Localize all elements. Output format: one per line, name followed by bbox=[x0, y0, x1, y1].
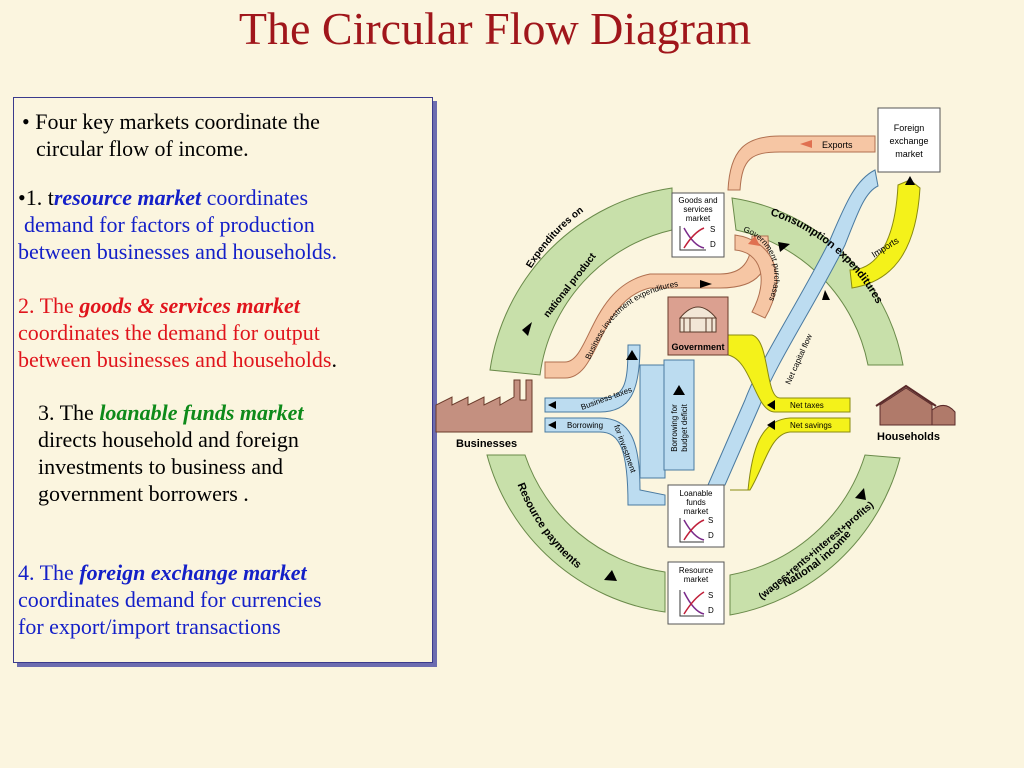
supply-demand-icon bbox=[679, 226, 706, 251]
arrow-icon bbox=[767, 400, 775, 410]
forex-line-2: coordinates demand for currencies bbox=[18, 587, 322, 612]
resource-market-label-1: Resource bbox=[679, 566, 714, 575]
arrow-icon bbox=[767, 420, 775, 430]
loanable-market-label-2: funds bbox=[686, 498, 706, 507]
forex-market-label-1: Foreign bbox=[894, 123, 925, 133]
forex-market-label-3: market bbox=[895, 149, 923, 159]
arrow-icon bbox=[522, 322, 532, 336]
goods-market-label-3: market bbox=[686, 214, 711, 223]
goods-dot: . bbox=[331, 347, 337, 372]
imports-flow bbox=[849, 179, 921, 289]
resource-line-3: between businesses and households. bbox=[18, 239, 337, 264]
circular-flow-diagram: Goods and services market S D Government… bbox=[435, 107, 956, 625]
goods-line-2: coordinates the demand for output bbox=[18, 320, 320, 345]
factory-icon bbox=[435, 379, 533, 433]
exports-flow bbox=[727, 135, 876, 191]
forex-lead: 4. The bbox=[18, 560, 80, 585]
arrow-icon bbox=[748, 236, 760, 246]
national-income-label-2: (wages+rents+interest+profits) bbox=[757, 500, 876, 603]
borrowing-flow bbox=[544, 417, 666, 506]
net-taxes-flow bbox=[727, 334, 851, 413]
loanable-d-label: D bbox=[708, 531, 714, 540]
goods-market-paragraph: 2. The goods & services market coordinat… bbox=[18, 292, 337, 373]
arrow-icon bbox=[855, 488, 866, 500]
goods-term: goods & services market bbox=[79, 293, 300, 318]
borrowing-label: Borrowing bbox=[567, 421, 603, 430]
households-label: Households bbox=[877, 431, 940, 443]
government-label: Government bbox=[671, 342, 724, 352]
business-taxes-flow bbox=[544, 344, 641, 413]
national-income-flow bbox=[729, 454, 901, 616]
goods-s-label: S bbox=[710, 225, 715, 234]
arrow-icon bbox=[700, 280, 712, 288]
government-box: Government bbox=[667, 296, 729, 356]
goods-market-label-2: services bbox=[683, 205, 712, 214]
arrow-icon bbox=[822, 290, 830, 300]
loanable-market-label-1: Loanable bbox=[680, 489, 713, 498]
arrow-icon bbox=[778, 242, 790, 252]
loanable-line-2: directs household and foreign bbox=[38, 427, 299, 452]
intro-line-2: circular flow of income. bbox=[36, 136, 249, 161]
resource-term: resource market bbox=[53, 185, 202, 210]
resource-rest: coordinates bbox=[201, 185, 308, 210]
business-investment-flow bbox=[544, 235, 769, 379]
net-savings-flow bbox=[730, 417, 851, 491]
arrow-icon bbox=[673, 385, 685, 395]
net-savings-label: Net savings bbox=[790, 421, 832, 430]
resource-d-label: D bbox=[708, 606, 714, 615]
net-capital-flow bbox=[707, 169, 879, 486]
resource-line-2: demand for factors of production bbox=[24, 212, 315, 237]
goods-d-label: D bbox=[710, 240, 716, 249]
government-purchases-flow bbox=[734, 234, 778, 319]
government-building-icon bbox=[679, 317, 717, 333]
resource-market-box: Resource market S D bbox=[667, 561, 725, 625]
net-taxes-label: Net taxes bbox=[790, 401, 824, 410]
loanable-market-box: Loanable funds market S D bbox=[667, 484, 725, 548]
exports-label: Exports bbox=[822, 140, 853, 150]
borrowing-deficit-label-1: Borrowing for bbox=[670, 404, 679, 452]
loanable-line-4: government borrowers . bbox=[38, 481, 249, 506]
forex-term: foreign exchange market bbox=[79, 560, 307, 585]
resource-market-label-2: market bbox=[684, 575, 709, 584]
forex-market-paragraph: 4. The foreign exchange market coordinat… bbox=[18, 559, 322, 640]
forex-market-box: Foreign exchange market bbox=[877, 107, 941, 173]
intro-paragraph: • Four key markets coordinate the circul… bbox=[22, 108, 320, 162]
loanable-lead: 3. The bbox=[38, 400, 100, 425]
goods-market-label-1: Goods and bbox=[678, 196, 717, 205]
forex-line-3: for export/import transactions bbox=[18, 614, 281, 639]
forex-market-label-2: exchange bbox=[889, 136, 928, 146]
arrow-icon bbox=[604, 570, 617, 581]
goods-market-box: Goods and services market S D bbox=[671, 192, 725, 258]
goods-lead: 2. The bbox=[18, 293, 80, 318]
arrow-icon bbox=[800, 140, 812, 148]
arrow-icon bbox=[548, 401, 556, 409]
resource-market-paragraph: •1. tresource market coordinates demand … bbox=[18, 184, 337, 265]
arrow-icon bbox=[905, 176, 915, 185]
intro-line-1: • Four key markets coordinate the bbox=[22, 109, 320, 134]
goods-line-3: between businesses and households bbox=[18, 347, 332, 372]
loanable-to-businesses bbox=[639, 364, 666, 479]
arrow-icon bbox=[626, 350, 638, 360]
arrow-icon bbox=[548, 421, 556, 429]
borrowing-deficit-label-2: budget deficit bbox=[680, 403, 689, 451]
page-title: The Circular Flow Diagram bbox=[238, 3, 752, 54]
businesses-label: Businesses bbox=[456, 438, 517, 450]
resource-s-label: S bbox=[708, 591, 713, 600]
loanable-market-label-3: market bbox=[684, 507, 709, 516]
consumption-flow bbox=[731, 197, 904, 366]
loanable-term: loanable funds market bbox=[99, 400, 304, 425]
resource-payments-flow bbox=[486, 454, 666, 613]
text-panel: • Four key markets coordinate the circul… bbox=[13, 97, 433, 663]
loanable-line-3: investments to business and bbox=[38, 454, 284, 479]
expenditures-flow bbox=[489, 187, 673, 376]
resource-lead: •1. t bbox=[18, 185, 54, 210]
house-icon bbox=[875, 384, 956, 426]
loanable-market-paragraph: 3. The loanable funds market directs hou… bbox=[38, 399, 303, 507]
borrowing-deficit-flow bbox=[663, 359, 695, 471]
loanable-s-label: S bbox=[708, 516, 713, 525]
